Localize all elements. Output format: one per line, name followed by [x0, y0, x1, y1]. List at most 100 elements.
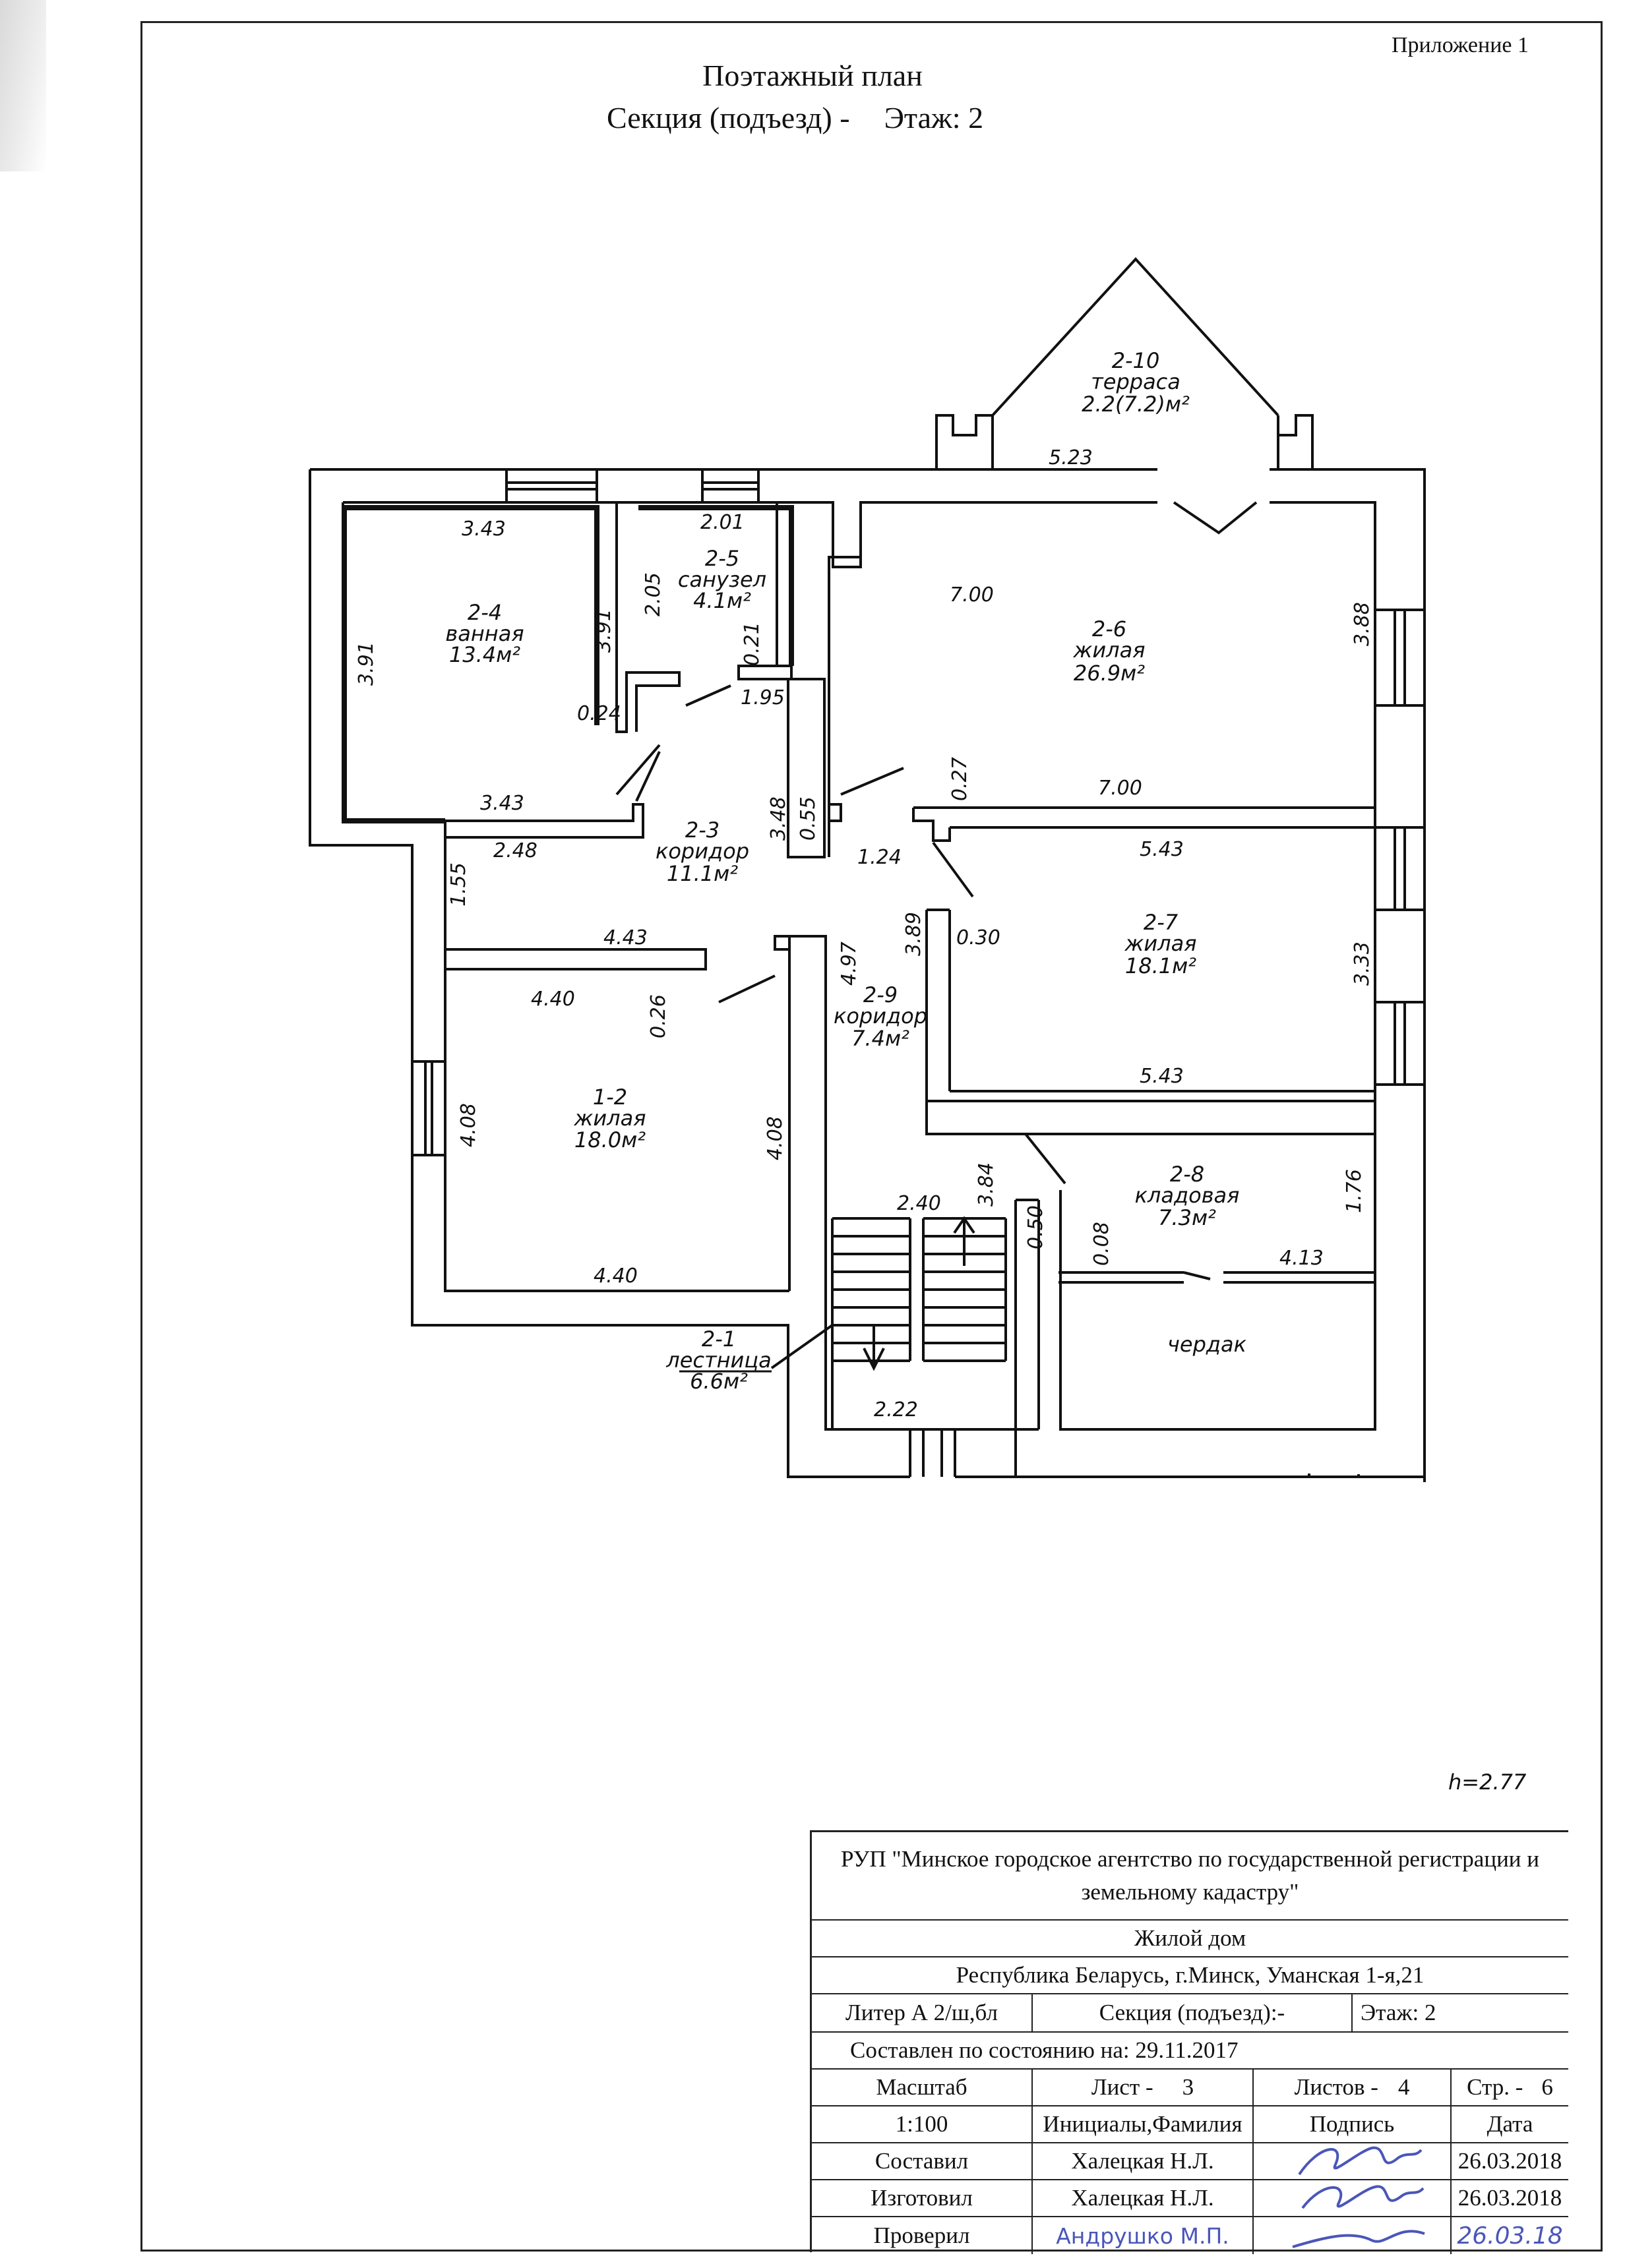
dim-label: 0.21	[741, 622, 764, 666]
stamp-scale-label: Масштаб	[812, 2070, 1033, 2105]
room-2-3: 2-3 коридор 11.1м²	[656, 818, 749, 886]
wall-2-7-left	[925, 909, 951, 1101]
sheets-label: Листов -	[1294, 2074, 1378, 2100]
dim-label: 5.43	[1140, 1065, 1184, 1088]
room-2-1: 2-1 лестница 6.6м²	[665, 1327, 771, 1394]
floor-label: Этаж: 2	[884, 101, 984, 134]
wall-2-4-bottom	[445, 803, 644, 839]
room-name: кладовая	[1135, 1183, 1240, 1208]
row-date-handwritten: 26.03.18	[1457, 2222, 1563, 2250]
dim-label: 3.89	[902, 912, 925, 956]
stamp-org-row: РУП "Минское городское агентство по госу…	[812, 1832, 1568, 1921]
dim-label: 1.76	[1343, 1169, 1366, 1213]
window-top-left	[505, 469, 598, 502]
dim-label: 0.55	[797, 796, 820, 841]
page-value: 6	[1541, 2074, 1553, 2100]
dim-label: 3.43	[480, 792, 524, 815]
wall-2-8-attic	[1058, 1271, 1375, 1284]
room-area: 6.6м²	[690, 1369, 748, 1394]
room-2-5-outline	[638, 505, 794, 666]
stamp-org: РУП "Минское городское агентство по госу…	[840, 1846, 1540, 1905]
room-name: лестница	[665, 1348, 771, 1373]
attic-label: чердак	[1167, 1332, 1247, 1357]
plan-title: Поэтажный план	[702, 59, 923, 92]
signature-icon	[1301, 2185, 1425, 2209]
signature-cell	[1254, 2143, 1452, 2179]
wall-2-9-left	[774, 935, 827, 1291]
room-id: 2-3	[685, 818, 720, 843]
dim-label: 4.08	[764, 1116, 787, 1160]
stamp-floor: Этаж: 2	[1361, 2000, 1436, 2025]
window-right-1	[1375, 609, 1425, 707]
room-area: 7.3м²	[1158, 1205, 1216, 1230]
room-area: 11.1м²	[667, 861, 738, 886]
wall-corridor-mid	[787, 678, 826, 858]
stamp-row-composed: Составил Халецкая Н.Л. 26.03.2018	[812, 2143, 1568, 2180]
signature-cell	[1254, 2217, 1452, 2254]
stair-treads	[832, 1217, 1007, 1362]
dim-label: 1.24	[857, 846, 902, 869]
room-area: 26.9м²	[1074, 661, 1145, 686]
stamp-header-row: 1:100 Инициалы,Фамилия Подпись Дата	[812, 2106, 1568, 2143]
appendix-label: Приложение 1	[1392, 33, 1529, 57]
dim-label: 2.22	[874, 1398, 918, 1421]
dim-label: 4.40	[531, 988, 575, 1011]
dim-label: 0.27	[948, 757, 971, 801]
stamp-asof-row: Составлен по состоянию на: 29.11.2017	[812, 2033, 1568, 2070]
wall-2-6-left	[828, 502, 862, 857]
room-1-2: 1-2 жилая 18.0м²	[574, 1085, 646, 1152]
stamp-col-date: Дата	[1487, 2111, 1533, 2137]
window-left	[412, 1060, 445, 1156]
door-swing-2-8	[1024, 1133, 1066, 1185]
terrace-outline	[935, 257, 1314, 469]
signature-icon	[1298, 2146, 1423, 2176]
row-date: 26.03.2018	[1457, 2148, 1562, 2174]
stamp-sheet: Лист -3	[1033, 2070, 1254, 2105]
door-swing-2-7	[932, 841, 974, 898]
stamp-sheet-row: Масштаб Лист -3 Листов - 4 Стр. -6	[812, 2070, 1568, 2106]
stamp-row-made: Изготовил Халецкая Н.Л. 26.03.2018	[812, 2180, 1568, 2217]
drawing-frame	[140, 21, 1603, 2252]
dim-label: 7.00	[950, 583, 994, 607]
outer-wall-left-bottom	[787, 1325, 910, 1478]
dim-label: 2.05	[642, 572, 665, 616]
room-name: коридор	[834, 1003, 927, 1029]
room-2-5: 2-5 санузел 4.1м²	[678, 546, 766, 613]
dim-label: 3.84	[975, 1162, 998, 1207]
room-name: жилая	[1073, 638, 1146, 663]
room-name: терраса	[1091, 369, 1180, 394]
dim-label: 2.40	[897, 1192, 941, 1215]
stamp-sheets: Листов - 4	[1254, 2070, 1452, 2105]
stamp-object-row: Жилой дом	[812, 1921, 1568, 1957]
room-id: 1-2	[593, 1085, 627, 1110]
stamp-page: Стр. -6	[1452, 2070, 1568, 2105]
stamp-col-name: Инициалы,Фамилия	[1033, 2106, 1254, 2142]
title-block: РУП "Минское городское агентство по госу…	[810, 1830, 1568, 2254]
room-name: коридор	[656, 839, 749, 864]
room-area: 13.4м²	[449, 642, 520, 667]
dim-label: 1.55	[447, 862, 470, 907]
room-id: 2-9	[863, 982, 898, 1007]
outer-wall-right	[1014, 469, 1426, 1478]
door-swing-1-2	[718, 974, 776, 1003]
section-label: Секция (подъезд) -	[607, 101, 850, 134]
sheets-value: 4	[1397, 2074, 1410, 2100]
room-area: 2.2(7.2)м²	[1082, 392, 1190, 417]
row-role: Составил	[812, 2143, 1033, 2179]
room-id: 2-10	[1112, 348, 1160, 373]
dim-label: 4.43	[603, 926, 648, 949]
room-id: 2-7	[1144, 910, 1179, 935]
dim-label: 3.48	[767, 796, 790, 841]
row-name: Халецкая Н.Л.	[1033, 2143, 1254, 2179]
dim-label: 3.33	[1351, 941, 1374, 986]
dim-label: 4.97	[838, 941, 861, 986]
sheet-label: Лист -	[1091, 2074, 1153, 2100]
height-note: h=2.77	[1448, 1770, 1527, 1795]
room-area: 4.1м²	[693, 588, 751, 613]
dim-label: 0.30	[956, 926, 1000, 949]
stamp-as-of: Составлен по состоянию на: 29.11.2017	[850, 2037, 1239, 2063]
dim-label: 5.43	[1140, 838, 1184, 861]
dim-label: 0.50	[1024, 1205, 1047, 1249]
door-swing-2-6	[1173, 501, 1258, 535]
